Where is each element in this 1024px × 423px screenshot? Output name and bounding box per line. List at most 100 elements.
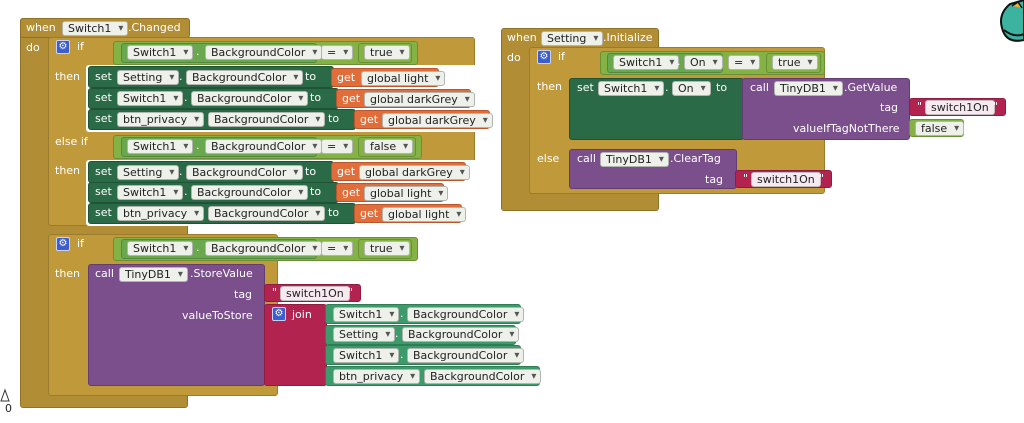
component-dropdown[interactable]: Switch1 [127,139,194,154]
set-label: set [95,206,112,219]
if-label: if [77,40,84,53]
quote-open: " [743,172,749,185]
global-variable-dropdown[interactable]: global light [382,207,467,222]
dot-label: . [395,327,399,340]
property-dropdown[interactable]: BackgroundColor [205,45,323,60]
dot-label: . [400,307,404,320]
value-if-tag-not-there-param-label: valueIfTagNotThere [793,122,900,135]
set-component-dropdown[interactable]: Switch1 [117,185,184,200]
to-label: to [328,206,340,219]
dot-label: . [184,185,188,198]
tag-param-label: tag [234,288,253,301]
set-property-dropdown[interactable]: BackgroundColor [186,70,304,85]
mutator-gear-icon[interactable]: ⚙ [56,40,70,54]
set-property-dropdown[interactable]: On [672,81,711,96]
global-variable-dropdown[interactable]: global darkGrey [382,113,493,128]
set-component-dropdown[interactable]: Switch1 [598,81,665,96]
component-dropdown[interactable]: Switch1 [613,55,680,70]
when-label: when [26,21,56,34]
component-dropdown[interactable]: Switch1 [127,241,194,256]
global-variable-dropdown[interactable]: global darkGrey [364,92,475,107]
mutator-gear-icon[interactable]: ⚙ [56,237,70,251]
quote-close: " [819,172,825,185]
store-value-method-label: .StoreValue [190,267,253,280]
set-property-dropdown[interactable]: BackgroundColor [191,91,309,106]
component-dropdown[interactable]: btn_privacy [333,369,421,384]
property-dropdown[interactable]: BackgroundColor [407,348,525,363]
component-dropdown[interactable]: Switch1 [333,348,400,363]
text-value[interactable]: switch1On [280,286,350,301]
quote-close: " [993,100,999,113]
quote-close: " [348,286,354,299]
if-label: if [77,237,84,250]
event-name-label: .Changed [128,21,181,34]
set-property-dropdown[interactable]: BackgroundColor [186,165,304,180]
property-dropdown[interactable]: On [684,55,723,70]
dot-label: . [416,369,420,382]
global-variable-dropdown[interactable]: global darkGrey [359,165,470,180]
compare-operator-dropdown[interactable]: = [728,55,761,70]
do-label: do [26,41,40,54]
tinydb-component-dropdown[interactable]: TinyDB1 [119,267,188,282]
global-variable-dropdown[interactable]: global light [361,71,446,86]
dot-label: . [196,139,200,152]
dot-label: . [184,91,188,104]
set-component-dropdown[interactable]: Setting [117,70,180,85]
boolean-dropdown[interactable]: false [364,139,414,154]
property-dropdown[interactable]: BackgroundColor [205,241,323,256]
set-component-dropdown[interactable]: btn_privacy [117,112,205,127]
when-label: when [507,31,537,44]
dot-label: . [179,70,183,83]
set-label: set [95,70,112,83]
boolean-dropdown[interactable]: true [364,241,410,256]
tinydb-component-dropdown[interactable]: TinyDB1 [774,81,843,96]
store-value-call-block[interactable] [88,264,265,386]
compare-operator-dropdown[interactable]: = [321,45,354,60]
dot-label: . [677,55,681,68]
call-label: call [750,81,769,94]
property-dropdown[interactable]: BackgroundColor [205,139,323,154]
set-property-dropdown[interactable]: BackgroundColor [208,206,326,221]
tag-param-label: tag [880,101,899,114]
component-dropdown[interactable]: Switch1 [333,307,400,322]
warning-icon[interactable] [0,388,10,402]
event-name-label: .Initialize [603,31,653,44]
event-component-dropdown[interactable]: Switch1 [62,21,129,36]
mutator-gear-icon[interactable]: ⚙ [272,307,286,321]
if-label: if [558,50,565,63]
property-dropdown[interactable]: BackgroundColor [424,369,542,384]
quote-open: " [272,286,278,299]
text-value[interactable]: switch1On [925,100,995,115]
then-label-2: then [55,164,81,177]
event-component-dropdown[interactable]: Setting [541,31,604,46]
component-dropdown[interactable]: Switch1 [127,45,194,60]
set-property-dropdown[interactable]: BackgroundColor [191,185,309,200]
boolean-dropdown[interactable]: false [915,121,965,136]
mutator-gear-icon[interactable]: ⚙ [537,50,551,64]
get-label: get [360,113,379,126]
dot-label: . [179,165,183,178]
get-label: get [337,165,356,178]
property-dropdown[interactable]: BackgroundColor [402,327,520,342]
else-label: else [537,152,560,165]
compare-operator-dropdown[interactable]: = [321,241,354,256]
boolean-dropdown[interactable]: true [364,45,410,60]
dot-label: . [199,112,203,125]
dot-label: . [400,348,404,361]
set-component-dropdown[interactable]: Setting [117,165,180,180]
to-label: to [310,185,322,198]
property-dropdown[interactable]: BackgroundColor [407,307,525,322]
tinydb-component-dropdown[interactable]: TinyDB1 [600,152,669,167]
component-dropdown[interactable]: Setting [333,327,396,342]
set-label: set [95,91,112,104]
get-label: get [342,92,361,105]
boolean-dropdown[interactable]: true [772,55,818,70]
join-label: join [292,308,312,321]
text-value[interactable]: switch1On [751,172,821,187]
compare-operator-dropdown[interactable]: = [321,139,354,154]
do-label: do [507,51,521,64]
set-component-dropdown[interactable]: Switch1 [117,91,184,106]
set-component-dropdown[interactable]: btn_privacy [117,206,205,221]
set-property-dropdown[interactable]: BackgroundColor [208,112,326,127]
global-variable-dropdown[interactable]: global light [364,186,449,201]
